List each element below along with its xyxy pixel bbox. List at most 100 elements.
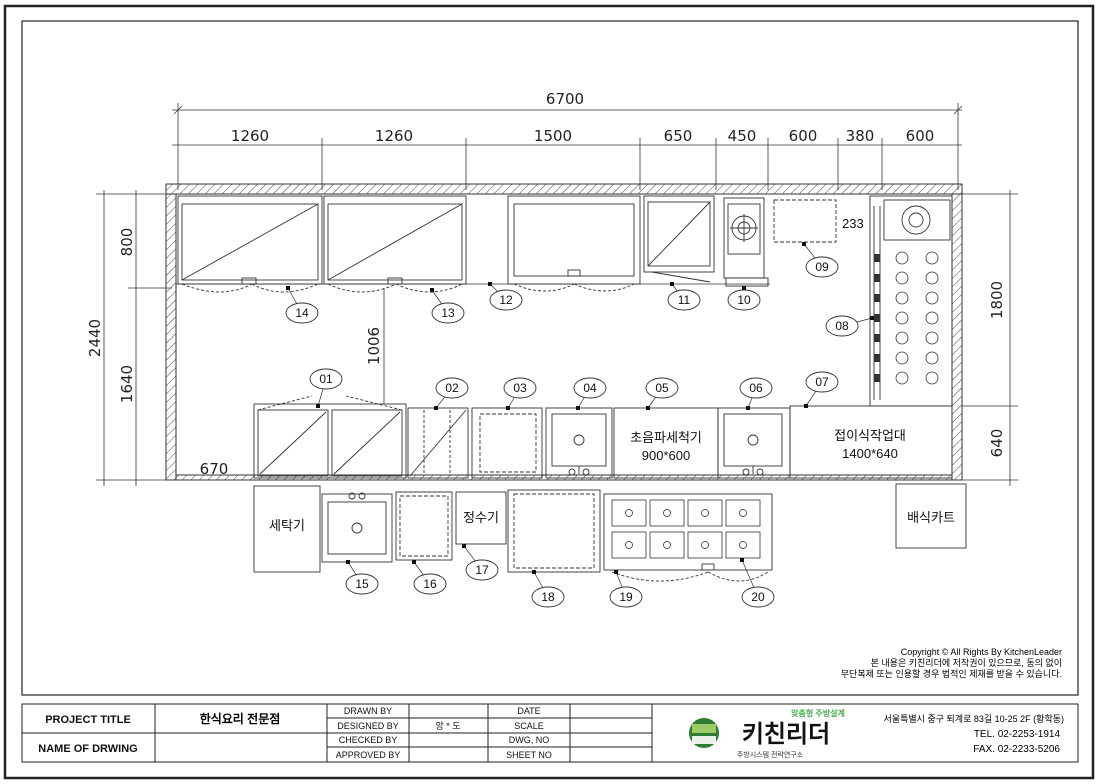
burner-icon [895, 331, 909, 345]
knob-icon [874, 314, 880, 322]
water-purifier-label: 정수기 [463, 510, 499, 525]
dim-1640: 1640 [118, 365, 136, 403]
callout-20: 20 [740, 558, 775, 608]
walls [165, 183, 963, 481]
ultrasonic-size: 900*600 [642, 448, 690, 463]
callout-number: 14 [295, 306, 309, 320]
callout-number: 18 [541, 590, 555, 604]
plating-table-label: 접이식작업대 [834, 428, 906, 443]
refrigerator-01 [253, 395, 407, 479]
dim-2440: 2440 [86, 319, 104, 357]
knob-icon [874, 334, 880, 342]
equipment-callouts: 01 02 03 04 05 06 07 08 09 10 11 12 13 14 15 16 17 18 19 20 [285, 242, 874, 608]
burner-icon [925, 271, 939, 285]
designed-by-value: 앙 * 도 [435, 720, 460, 731]
sink-15 [321, 492, 393, 563]
callout-10: 10 [727, 286, 761, 311]
callout-number: 15 [355, 577, 369, 591]
cabinet-09 [773, 199, 837, 243]
project-title-value: 한식요리 전문점 [200, 711, 281, 726]
company-address: 서울특별시 중구 퇴계로 83길 10-25 2F (황학동) [884, 713, 1064, 724]
callout-number: 02 [445, 381, 459, 395]
dim-233: 233 [842, 216, 864, 231]
callout-16: 16 [412, 560, 447, 595]
callout-13: 13 [430, 288, 465, 324]
copyright-line-1: Copyright © All Rights By KitchenLeader [901, 647, 1062, 657]
burner-icon [895, 251, 909, 265]
knob-icon [874, 354, 880, 362]
callout-07: 07 [804, 371, 839, 408]
total-width-dim: 6700 [546, 90, 584, 108]
callout-09: 09 [802, 242, 839, 278]
callout-19: 19 [609, 570, 643, 608]
bain-marie-pans [611, 499, 761, 559]
company-tel: TEL. 02-2253-1914 [974, 729, 1061, 740]
callout-number: 08 [835, 319, 849, 333]
dim-380: 380 [846, 127, 875, 145]
gas-range-08 [869, 195, 953, 407]
washer-label: 세탁기 [269, 518, 305, 533]
dim-1260-a: 1260 [231, 127, 269, 145]
dim-1500: 1500 [534, 127, 572, 145]
water-purifier-17 [455, 491, 507, 545]
knob-icon [874, 374, 880, 382]
shelf-02 [407, 407, 469, 479]
drain-icon [625, 509, 633, 517]
callout-number: 12 [499, 293, 513, 307]
dim-1800: 1800 [988, 281, 1006, 319]
pan-well [649, 499, 685, 527]
kitchenleader-logo [689, 718, 719, 748]
drain-icon [663, 509, 671, 517]
drain-icon [739, 509, 747, 517]
right-dimension-lines [962, 190, 1018, 486]
company-fax: FAX. 02-2233-5206 [973, 744, 1060, 755]
drain-icon [739, 541, 747, 549]
callout-number: 07 [815, 375, 829, 389]
sheet-no-label: SHEET NO [506, 750, 552, 760]
copyright-line-3: 무단복제 또는 인용할 경우 법적인 제재를 받을 수 있습니다. [841, 668, 1062, 679]
knob-icon [874, 254, 880, 262]
drawn-by-label: DRAWN BY [344, 706, 392, 716]
approved-by-label: APPROVED BY [336, 750, 401, 760]
callout-number: 01 [319, 372, 333, 386]
dim-1260-b: 1260 [375, 127, 413, 145]
callout-number: 09 [815, 260, 829, 274]
cabinet-18 [507, 489, 601, 573]
knob-icon [874, 294, 880, 302]
pan-well [649, 531, 685, 559]
refrigerator-12 [507, 195, 641, 292]
dim-600-b: 600 [906, 127, 935, 145]
drain-icon [663, 541, 671, 549]
callout-08: 08 [825, 315, 874, 337]
callout-03: 03 [503, 377, 537, 410]
logo-tagline: 맞춤형 주방설계 [791, 708, 845, 718]
callout-number: 19 [619, 590, 633, 604]
drain-icon [701, 541, 709, 549]
sink-04 [545, 407, 613, 479]
cabinet-16 [395, 491, 453, 561]
callout-17: 17 [462, 544, 499, 581]
scale-label: SCALE [514, 721, 544, 731]
burner-icon [895, 311, 909, 325]
burner-icon [895, 351, 909, 365]
dwg-no-label: DWG, NO [509, 735, 550, 745]
serving-cart-area [895, 483, 967, 549]
burner-icon [925, 311, 939, 325]
callout-02: 02 [434, 377, 469, 410]
pan-well [687, 531, 723, 559]
refrigerator-14 [177, 195, 323, 293]
top-dimension-lines [172, 103, 963, 190]
washer-area [253, 485, 321, 573]
burner-icon [925, 251, 939, 265]
title-block [21, 703, 1079, 763]
dim-650: 650 [664, 127, 693, 145]
callout-number: 04 [583, 381, 597, 395]
project-title-label: PROJECT TITLE [45, 714, 131, 726]
burner-icon [925, 371, 939, 385]
callout-05: 05 [645, 377, 679, 410]
callout-11: 11 [667, 282, 701, 311]
burner-icon [895, 371, 909, 385]
dim-1006: 1006 [365, 327, 383, 365]
callout-number: 06 [749, 381, 763, 395]
drain-icon [625, 541, 633, 549]
